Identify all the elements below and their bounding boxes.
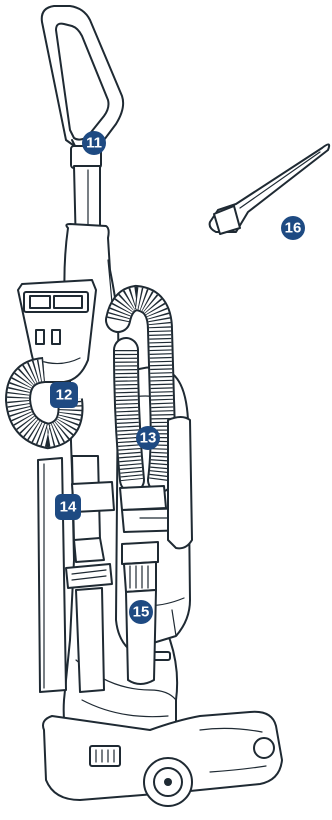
upholstery-tool [17, 279, 97, 383]
stretch-hose [105, 284, 176, 493]
callout-12: 12 [50, 382, 78, 408]
callout-16: 16 [281, 216, 305, 240]
callout-11: 11 [82, 131, 106, 155]
callout-13-badge [136, 426, 160, 450]
callout-16-label: 16 [285, 220, 302, 237]
hose-holder [119, 416, 193, 550]
callout-15: 15 [129, 600, 153, 624]
coiled-hose [4, 357, 84, 450]
vacuum-base [42, 710, 283, 801]
crevice-tool [37, 457, 67, 693]
extension-brush-tool [208, 143, 331, 235]
callout-13-label: 13 [140, 430, 157, 447]
callout-12-badge [50, 382, 78, 408]
callout-12-label: 12 [56, 387, 73, 404]
rear-wheel [143, 757, 193, 807]
callout-11-label: 11 [86, 135, 102, 152]
callout-14: 14 [55, 494, 81, 520]
callout-14-label: 14 [60, 499, 77, 516]
callout-16-badge [281, 216, 305, 240]
callout-15-label: 15 [133, 604, 150, 621]
callout-13: 13 [136, 426, 160, 450]
callout-15-badge [129, 600, 153, 624]
callout-14-badge [55, 494, 81, 520]
callout-11-badge [82, 131, 106, 155]
